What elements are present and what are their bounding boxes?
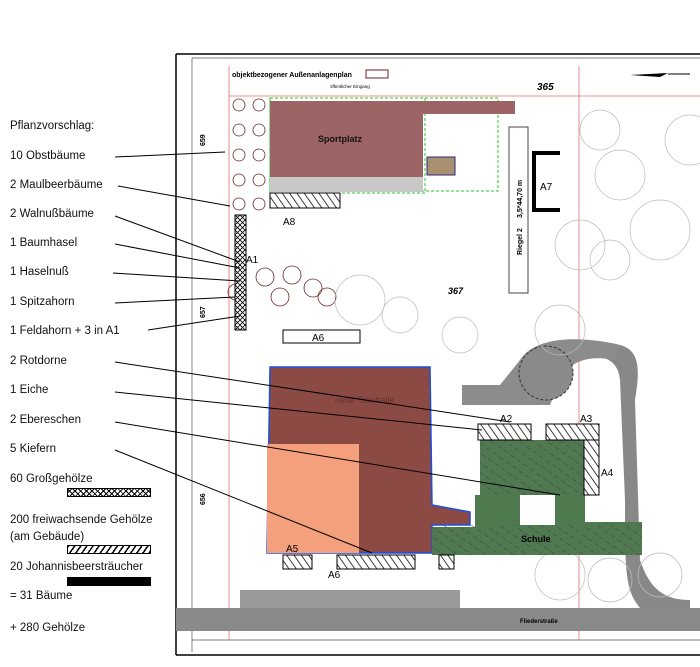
area-a6-south-label: A6 bbox=[328, 570, 341, 581]
legend-item: 1 Eiche bbox=[10, 384, 49, 396]
legend-item: 2 Ebereschen bbox=[10, 414, 81, 426]
area-a7-label: A7 bbox=[540, 182, 553, 193]
turnhalle-hall-area bbox=[267, 444, 359, 553]
elevation-657: 657 bbox=[200, 306, 207, 318]
elevation-659: 659 bbox=[200, 134, 207, 146]
area-a6-label: A6 bbox=[312, 333, 325, 344]
area-a2-label: A2 bbox=[500, 414, 513, 425]
parking bbox=[240, 590, 460, 608]
crosshatch-swatch bbox=[67, 488, 151, 497]
paved-strip bbox=[270, 177, 423, 192]
elevation-656: 656 bbox=[200, 493, 207, 505]
driveway bbox=[580, 345, 690, 608]
riegel-building bbox=[508, 126, 529, 294]
plan-title: objektbezogener Außenanlagenplan bbox=[232, 72, 352, 79]
legend-item: 2 Rotdorne bbox=[10, 355, 67, 367]
sportplatz bbox=[270, 101, 423, 177]
legend-title: Pflanzvorschlag: bbox=[10, 120, 95, 132]
legend-item: 1 Feldahorn + 3 in A1 bbox=[10, 325, 120, 337]
drawing-frame bbox=[175, 53, 700, 656]
area-a5-label: A5 bbox=[286, 544, 299, 555]
lot-number-365: 365 bbox=[537, 82, 554, 93]
existing-trees bbox=[334, 109, 700, 603]
north-arrow-icon bbox=[630, 73, 668, 77]
diagonal-hatch-swatch bbox=[67, 545, 151, 554]
street bbox=[176, 608, 700, 631]
riegel-dimension: 3,5*44,70 m bbox=[517, 180, 524, 218]
area-a6-shape bbox=[282, 329, 361, 344]
title-swatch bbox=[365, 69, 389, 79]
area-a8-shape bbox=[269, 192, 341, 209]
schule-wing-hatch bbox=[480, 440, 585, 495]
area-a6-south-shape bbox=[336, 554, 416, 570]
area-a3-shape bbox=[545, 423, 600, 441]
area-a1-label: A1 bbox=[246, 255, 259, 266]
schule-hatch bbox=[432, 525, 642, 555]
area-a2-shape bbox=[477, 423, 532, 441]
legend-freiwachsend-note: (am Gebäude) bbox=[10, 531, 85, 543]
legend-item: 1 Spitzahorn bbox=[10, 296, 75, 308]
turning-circle bbox=[518, 345, 574, 401]
black-swatch bbox=[67, 577, 151, 586]
legend-item: 1 Haselnuß bbox=[10, 266, 69, 278]
area-a4-label: A4 bbox=[601, 468, 614, 479]
legend-grossgehoelze: 60 Großgehölze bbox=[10, 473, 93, 485]
legend-item: 10 Obstbäume bbox=[10, 150, 86, 162]
sportplatz-label: Sportplatz bbox=[318, 134, 362, 144]
long-jump-pit bbox=[426, 156, 456, 176]
area-a5-shape bbox=[282, 554, 313, 570]
area-a4-shape bbox=[583, 439, 600, 496]
legend-item: 5 Kiefern bbox=[10, 443, 57, 455]
entrance-label: öffentlicher Eingang bbox=[330, 84, 370, 89]
legend-freiwachsend: 200 freiwachsende Gehölze bbox=[10, 514, 153, 526]
area-a3-label: A3 bbox=[580, 414, 593, 425]
riegel-label: Riegel 2 bbox=[517, 228, 524, 255]
area-small-shape bbox=[438, 554, 455, 570]
legend-total-shrubs: + 280 Gehölze bbox=[10, 622, 86, 634]
legend-total-trees: = 31 Bäume bbox=[10, 590, 73, 602]
legend-johannisbeer: 20 Johannisbeersträucher bbox=[10, 561, 143, 573]
leader-lines bbox=[112, 151, 561, 554]
fruit-trees bbox=[227, 98, 337, 307]
legend-item: 2 Walnußbäume bbox=[10, 208, 94, 220]
street-label: Fliederstraße bbox=[520, 619, 558, 625]
area-a8-label: A8 bbox=[283, 217, 296, 228]
area-a1-shape bbox=[234, 214, 247, 331]
running-track bbox=[423, 101, 515, 114]
schule-label: Schule bbox=[521, 534, 551, 544]
lot-number-367: 367 bbox=[448, 286, 464, 296]
legend-item: 2 Maulbeerbäume bbox=[10, 179, 103, 191]
legend-item: 1 Baumhasel bbox=[10, 237, 78, 249]
area-a7-shape bbox=[532, 151, 560, 212]
